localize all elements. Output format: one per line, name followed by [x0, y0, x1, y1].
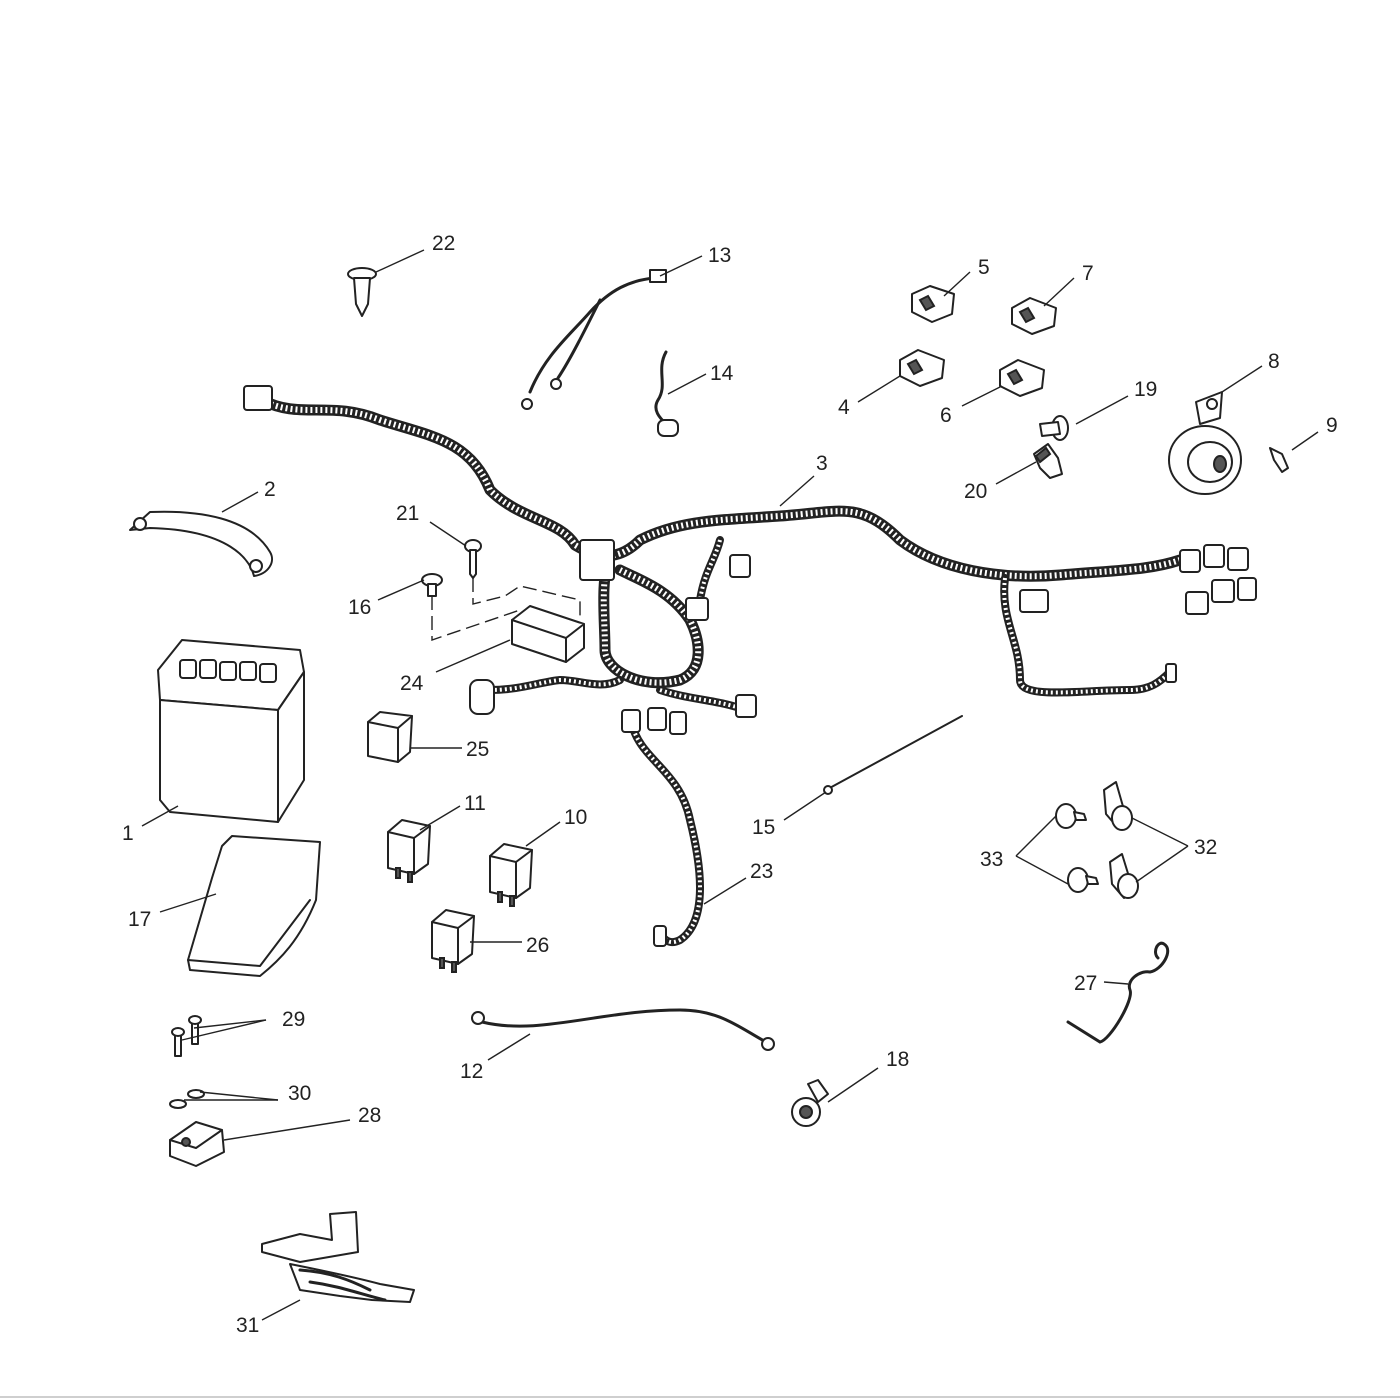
harness-connector-right — [1019, 589, 1049, 613]
lead-with-terminals-part-13 — [521, 269, 667, 410]
callout-10: 10 — [564, 806, 587, 829]
callout-1: 1 — [122, 822, 134, 845]
clip-part-32-lower — [1109, 853, 1139, 899]
callout-8: 8 — [1268, 350, 1280, 373]
callout-18: 18 — [886, 1048, 909, 1071]
callout-13: 13 — [708, 244, 731, 267]
callout-31: 31 — [236, 1314, 259, 1337]
harness-connector-left — [243, 385, 273, 411]
clip-part-20 — [1033, 443, 1063, 479]
screw-part-33-lower — [1067, 867, 1099, 893]
callout-26: 26 — [526, 934, 549, 957]
relay-part-25 — [367, 711, 413, 763]
callout-7: 7 — [1082, 262, 1094, 285]
callout-25: 25 — [466, 738, 489, 761]
push-rivet-part-22 — [347, 267, 377, 317]
callout-17: 17 — [128, 908, 151, 931]
callout-5: 5 — [978, 256, 990, 279]
callout-20: 20 — [964, 480, 987, 503]
callout-30: 30 — [288, 1082, 311, 1105]
callout-27: 27 — [1074, 972, 1097, 995]
callout-32: 32 — [1194, 836, 1217, 859]
callout-29: 29 — [282, 1008, 305, 1031]
callout-14: 14 — [710, 362, 734, 385]
fuse-part-5 — [911, 285, 955, 323]
bracket-assembly-part-31 — [261, 1211, 415, 1303]
battery-part-1 — [157, 639, 305, 823]
grommet-part-18 — [791, 1079, 829, 1127]
assembly-line-2 — [472, 578, 581, 620]
terminal-cap-part-28 — [169, 1121, 225, 1167]
screws-part-29 — [171, 1015, 202, 1057]
battery-strap-part-2 — [129, 510, 273, 577]
callout-22: 22 — [432, 232, 455, 255]
leader-lines — [141, 249, 1319, 1321]
clip-part-32-upper — [1103, 781, 1133, 831]
rod-part-15 — [823, 715, 963, 795]
callout-33: 33 — [980, 848, 1003, 871]
callout-11: 11 — [464, 792, 486, 815]
washers-part-30 — [169, 1089, 205, 1109]
bolt-part-9 — [1269, 447, 1289, 473]
relay-part-11 — [387, 819, 431, 883]
fuse-box-part-24 — [511, 605, 585, 663]
callout-28: 28 — [358, 1104, 381, 1127]
callout-4: 4 — [838, 396, 850, 419]
fuse-part-6 — [999, 359, 1045, 397]
battery-cable-part-12 — [471, 1008, 775, 1051]
callout-16: 16 — [348, 596, 371, 619]
rivet-part-16 — [421, 573, 443, 597]
sub-harness-part-23 — [621, 707, 704, 947]
callout-19: 19 — [1134, 378, 1157, 401]
assembly-line — [431, 596, 521, 641]
fuse-part-7 — [1011, 297, 1057, 335]
horn-part-8 — [1168, 391, 1242, 495]
callout-15: 15 — [752, 816, 775, 839]
callout-21: 21 — [396, 502, 419, 525]
callout-23: 23 — [750, 860, 773, 883]
callout-9: 9 — [1326, 414, 1338, 437]
connector-cluster — [1179, 544, 1257, 615]
callout-labels: 22 13 14 5 7 4 6 8 9 19 20 2 3 21 16 24 … — [122, 232, 1338, 1337]
relay-part-26 — [431, 909, 475, 973]
callout-2: 2 — [264, 478, 276, 501]
sensor-with-lead-part-14 — [654, 350, 679, 437]
wire-hook-part-27 — [1066, 941, 1170, 1044]
screw-part-19 — [1039, 415, 1069, 441]
relay-part-10 — [489, 843, 533, 907]
callout-3: 3 — [816, 452, 828, 475]
screw-part-33-upper — [1055, 803, 1087, 829]
callout-6: 6 — [940, 404, 952, 427]
callout-24: 24 — [400, 672, 424, 695]
battery-cover-part-17 — [187, 835, 321, 977]
callout-12: 12 — [460, 1060, 483, 1083]
screw-part-21 — [464, 539, 482, 579]
main-wiring-harness-part-3 — [243, 385, 1257, 718]
fuse-part-4 — [899, 349, 945, 387]
